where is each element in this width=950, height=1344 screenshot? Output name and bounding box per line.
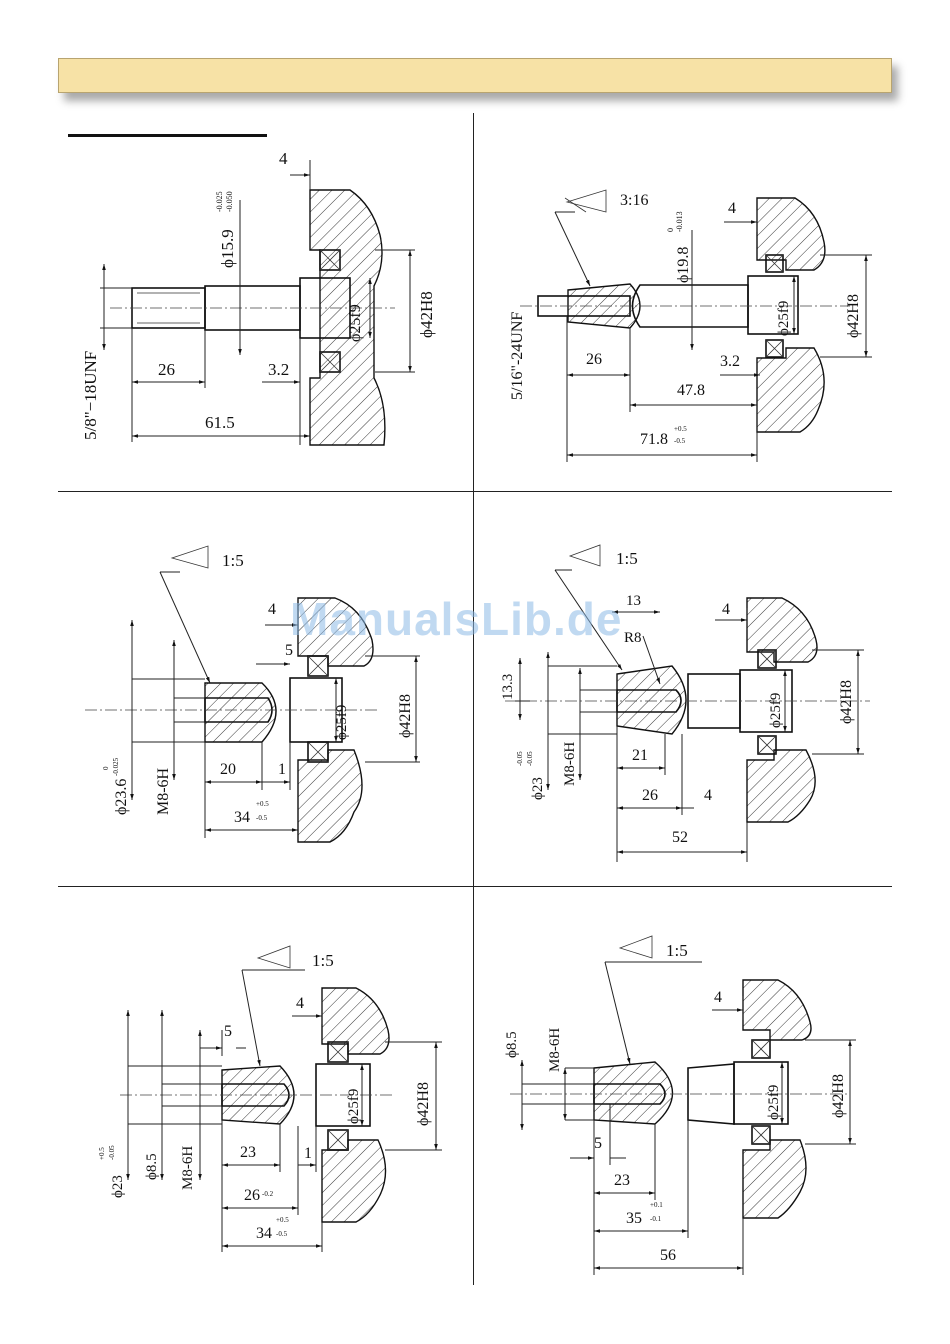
- p1-housing: ϕ42H8: [417, 291, 436, 338]
- watermark: ManualsLib.de: [290, 593, 623, 645]
- p6-dim-35-lower: -0.1: [650, 1215, 662, 1223]
- p2-taper: 3:16: [620, 192, 648, 209]
- p4-dim-52: 52: [672, 829, 688, 846]
- p2-shaft-dia: ϕ19.8: [675, 247, 692, 283]
- p2-dim-718-upper: +0.5: [674, 425, 687, 433]
- p2-dim-478: 47.8: [677, 382, 705, 399]
- p3-dim-20: 20: [220, 761, 236, 778]
- p3-dia: ϕ23.6: [113, 779, 130, 815]
- p2-dim-26: 26: [586, 351, 602, 368]
- p5-dim-26-lower: -0.2: [262, 1190, 274, 1198]
- p2-dim-32: 3.2: [720, 353, 740, 370]
- p4-bore: ϕ25f9: [768, 693, 784, 728]
- divider-row-2: [58, 886, 892, 887]
- divider-row-1: [58, 491, 892, 492]
- header-banner: [58, 58, 892, 93]
- p6-dim-5: 5: [594, 1135, 602, 1152]
- p6-small-dia: ϕ8.5: [504, 1031, 520, 1058]
- p6-bore: ϕ25f9: [766, 1085, 782, 1120]
- p5-dim-23: 23: [240, 1144, 256, 1161]
- p4-dim-26: 26: [642, 787, 658, 804]
- panel-5-drawing: [120, 945, 442, 1252]
- p4-taper: 1:5: [616, 549, 638, 568]
- p4-dim-4b: 4: [704, 787, 712, 804]
- p1-dim-26: 26: [158, 360, 175, 379]
- p2-thread: 5/16"-24UNF: [509, 312, 526, 400]
- p2-dim-718: 71.8: [640, 431, 668, 448]
- p4-radius: R8: [624, 630, 642, 646]
- p3-dim-34-lower: -0.5: [256, 814, 268, 822]
- p5-dim-1: 1: [304, 1145, 312, 1162]
- p3-dim-34-upper: +0.5: [256, 800, 269, 808]
- p4-dim-4a: 4: [722, 601, 730, 618]
- p2-shaft-tol-lower: -0.013: [675, 211, 684, 232]
- p1-dim-4: 4: [279, 149, 288, 168]
- p5-dia: ϕ23: [110, 1175, 126, 1198]
- p4-housing: ϕ42H8: [838, 680, 855, 724]
- panel-1-drawing: [100, 160, 415, 446]
- p5-small-dia: ϕ8.5: [144, 1153, 160, 1180]
- p1-dim-32: 3.2: [268, 360, 289, 379]
- p3-dim-5: 5: [285, 642, 293, 659]
- p3-bore: ϕ25f9: [334, 705, 350, 740]
- p2-housing: ϕ42H8: [845, 294, 862, 338]
- p1-shaft-dia: ϕ15.9: [218, 229, 237, 268]
- p4-dia-upper: -0.05: [516, 751, 524, 766]
- p1-shaft-tol-upper: -0.025: [215, 191, 224, 212]
- p3-dim-34: 34: [234, 809, 250, 826]
- p5-dim-4: 4: [296, 995, 304, 1012]
- divider-vertical: [473, 113, 474, 1285]
- p2-bore: ϕ25f9: [776, 301, 792, 336]
- p6-dim-4: 4: [714, 989, 722, 1006]
- p4-dia-lower: -0.05: [526, 751, 534, 766]
- p6-housing: ϕ42H8: [830, 1074, 847, 1118]
- p3-dia-lower: -0.025: [112, 757, 120, 776]
- p4-dia: ϕ23: [530, 777, 546, 800]
- p3-dim-4: 4: [268, 601, 276, 618]
- panel-4-drawing: [505, 544, 870, 862]
- p5-dim-26: 26: [244, 1187, 260, 1204]
- p1-dim-615: 61.5: [205, 413, 235, 432]
- p3-housing: ϕ42H8: [397, 694, 414, 738]
- p6-dim-35: 35: [626, 1210, 642, 1227]
- p5-bore: ϕ25f9: [346, 1089, 362, 1124]
- p5-dim-5: 5: [224, 1023, 232, 1040]
- p4-thread: M8-6H: [562, 742, 578, 786]
- panel-2-drawing: [520, 189, 872, 462]
- p2-dim-718-lower: -0.5: [674, 437, 686, 445]
- p6-dim-56: 56: [660, 1247, 676, 1264]
- p6-dim-23: 23: [614, 1172, 630, 1189]
- p4-dim-13: 13: [626, 593, 641, 609]
- p5-taper: 1:5: [312, 951, 334, 970]
- p4-dim-133: 13.3: [500, 674, 516, 700]
- p5-housing: ϕ42H8: [415, 1082, 432, 1126]
- p5-dia-lower: -0.05: [108, 1145, 116, 1160]
- panel-3-drawing: [85, 545, 420, 843]
- p5-dim-34-upper: +0.5: [276, 1216, 289, 1224]
- p6-thread: M8-6H: [547, 1028, 563, 1072]
- p3-dim-1: 1: [278, 761, 286, 778]
- p3-dia-upper: 0: [102, 766, 110, 770]
- p5-dim-34-lower: -0.5: [276, 1230, 288, 1238]
- p4-dim-21: 21: [632, 747, 648, 764]
- p6-taper: 1:5: [666, 941, 688, 960]
- p2-shaft-tol-upper: 0: [666, 228, 675, 232]
- p1-shaft-tol-lower: -0.050: [225, 191, 234, 212]
- section-underline: [68, 134, 267, 137]
- p5-dim-34: 34: [256, 1225, 272, 1242]
- p1-thread: 5/8"−18UNF: [81, 351, 100, 440]
- p1-bore: ϕ25f9: [347, 304, 364, 342]
- p2-dim-4: 4: [728, 200, 736, 217]
- p3-taper: 1:5: [222, 551, 244, 570]
- p3-thread: M8-6H: [155, 767, 172, 815]
- p6-dim-35-upper: +0.1: [650, 1201, 663, 1209]
- p5-dia-upper: +0.5: [98, 1147, 106, 1160]
- panel-6-drawing: [510, 935, 856, 1275]
- p5-thread: M8-6H: [180, 1146, 196, 1190]
